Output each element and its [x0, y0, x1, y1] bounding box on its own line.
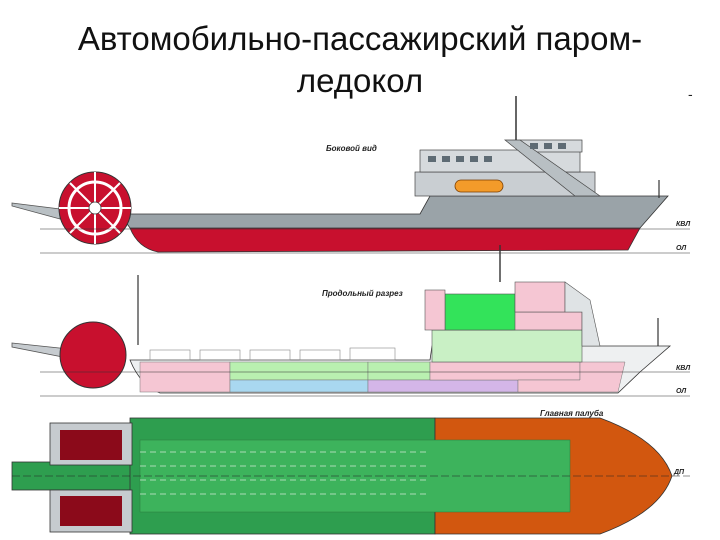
deck-plan: Главная палуба ДП — [11, 409, 690, 535]
section-bright-green-room — [444, 293, 516, 331]
compartment-green-mid — [367, 361, 431, 381]
compartment-pink-aft — [139, 361, 231, 393]
section-view-label: Продольный разрез — [322, 289, 403, 298]
corner-mark: - — [688, 86, 693, 102]
section-view: Продольный разрез КВЛ ОЛ — [11, 245, 690, 397]
section-paddle-wheel — [59, 321, 127, 389]
section-baseline-label: ОЛ — [676, 388, 686, 395]
side-stern-ramp — [11, 202, 61, 220]
deck-view-label: Главная палуба — [540, 409, 604, 418]
compartment-violet — [367, 379, 519, 393]
side-bow-bulwark — [504, 139, 602, 197]
compartment-pink-bow — [517, 361, 626, 393]
deck-stern-extension — [11, 461, 143, 491]
side-hull-topsides — [119, 195, 669, 229]
compartment-green — [229, 361, 369, 381]
slide-title: Автомобильно-пассажирский паром- ледокол — [0, 18, 720, 102]
title-line-1: Автомобильно-пассажирский паром- — [77, 20, 643, 57]
deck-centerline-label: ДП — [673, 469, 685, 476]
side-hull-underwater — [129, 227, 641, 253]
compartment-pink-fwd — [429, 361, 581, 381]
side-lifeboat — [454, 179, 504, 193]
side-waterline-label: КВЛ — [676, 221, 690, 228]
side-view-label: Боковой вид — [326, 144, 377, 153]
section-waterline-label: КВЛ — [676, 365, 690, 372]
compartment-blue — [229, 379, 369, 393]
side-windows — [428, 143, 566, 162]
side-baseline-label: ОЛ — [676, 245, 686, 252]
side-view: Боковой вид КВЛ ОЛ — [11, 96, 690, 254]
section-superstructure — [431, 329, 583, 363]
title-line-2: ледокол — [296, 62, 424, 99]
